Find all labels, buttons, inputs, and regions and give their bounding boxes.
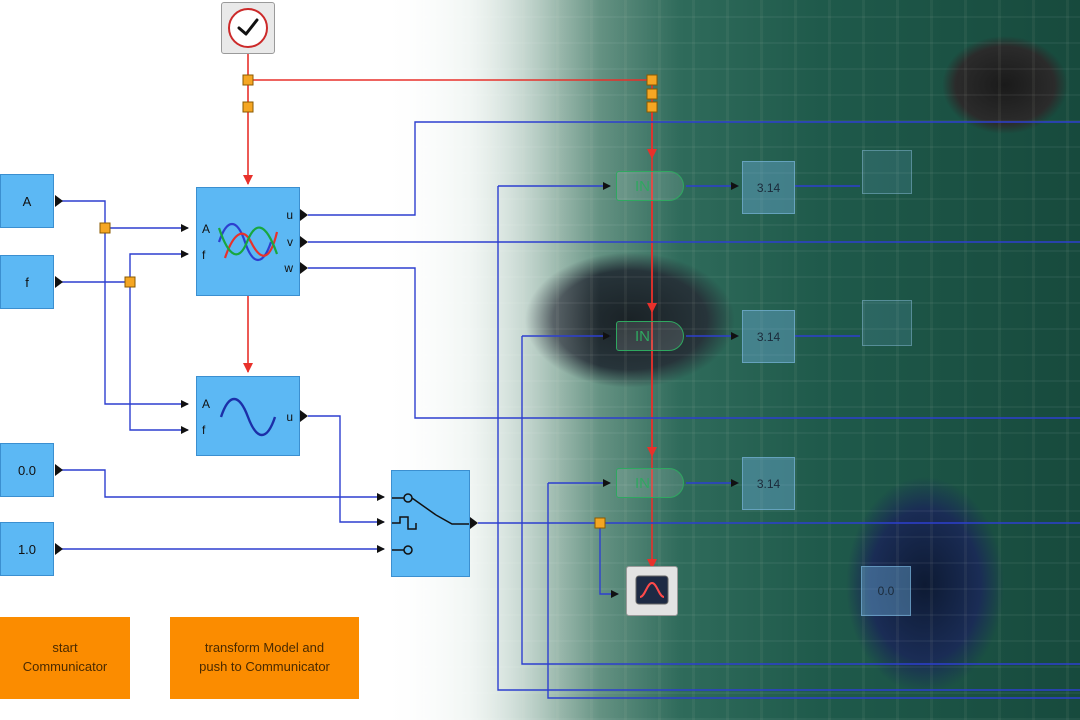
sine-wave-icon [219,397,277,437]
display-block[interactable]: 3.14 [742,457,795,510]
three-phase-sine-icon [217,222,279,262]
display-block-bottom[interactable]: 0.0 [861,566,911,616]
three-phase-generator-block[interactable]: A f u v w [196,187,300,296]
transform-model-button[interactable]: transform Model and push to Communicator [170,617,359,699]
split-point [594,517,606,529]
constant-zero-label: 0.0 [17,462,37,478]
constant-one-label: 1.0 [17,541,37,557]
split-point [646,88,658,100]
port-label-f: f [202,423,206,437]
ghost-block [862,150,912,194]
port-label-a: A [202,222,211,236]
background-fade [380,0,600,720]
link-switch-to-scope [599,523,619,598]
switch-icon [392,493,469,555]
clock-block[interactable] [221,2,275,54]
split-point [242,101,254,113]
scope-icon [635,575,669,605]
constant-a-label: A [22,193,32,209]
port-label-w: w [284,261,293,275]
link-a-to-three-phase [62,200,189,232]
port-label-f: f [202,248,206,262]
constant-one-block[interactable]: 1.0 [0,522,54,576]
inport-block[interactable]: IN [616,468,684,498]
inport-block[interactable]: IN [616,171,684,201]
split-point [646,101,658,113]
start-communicator-button[interactable]: start Communicator [0,617,130,699]
link-sine-to-switch [308,415,385,526]
port-label-a: A [202,397,211,411]
port-label-v: v [287,235,293,249]
display-value: 3.14 [756,180,781,195]
display-block[interactable]: 3.14 [742,310,795,363]
inport-label: IN [635,327,650,345]
inport-label: IN [635,474,650,492]
link-u-out [308,121,1080,216]
constant-zero-block[interactable]: 0.0 [0,443,54,497]
split-point [242,74,254,86]
constant-f-block[interactable]: f [0,255,54,309]
link-in2-feed-down [521,336,1080,665]
link-in3-feed-down [547,483,1080,699]
display-value: 0.0 [877,584,895,598]
port-label-u: u [286,410,293,424]
link-f-to-three-phase [62,250,189,283]
inport-block[interactable]: IN [616,321,684,351]
split-points [99,74,658,529]
sine-generator-block[interactable]: A f u [196,376,300,456]
display-value: 3.14 [756,329,781,344]
port-label-u: u [286,208,293,222]
split-point [646,74,658,86]
signal-links [62,121,1080,699]
link-zero-to-switch [62,469,385,501]
ghost-block [862,300,912,346]
split-point [124,276,136,288]
switch-block[interactable] [391,470,470,577]
link-w-out [308,267,1080,419]
constant-f-label: f [25,274,29,290]
constant-a-block[interactable]: A [0,174,54,228]
scope-block[interactable] [626,566,678,616]
inport-label: IN [635,177,650,195]
display-value: 3.14 [756,476,781,491]
link-in1-feed-down [497,186,1080,691]
clock-check-icon [228,8,268,48]
output-port-arrows [55,195,478,555]
display-block[interactable]: 3.14 [742,161,795,214]
event-links [243,54,657,569]
link-a-to-sine [104,228,189,408]
link-f-to-sine [129,282,189,434]
split-point [99,222,111,234]
